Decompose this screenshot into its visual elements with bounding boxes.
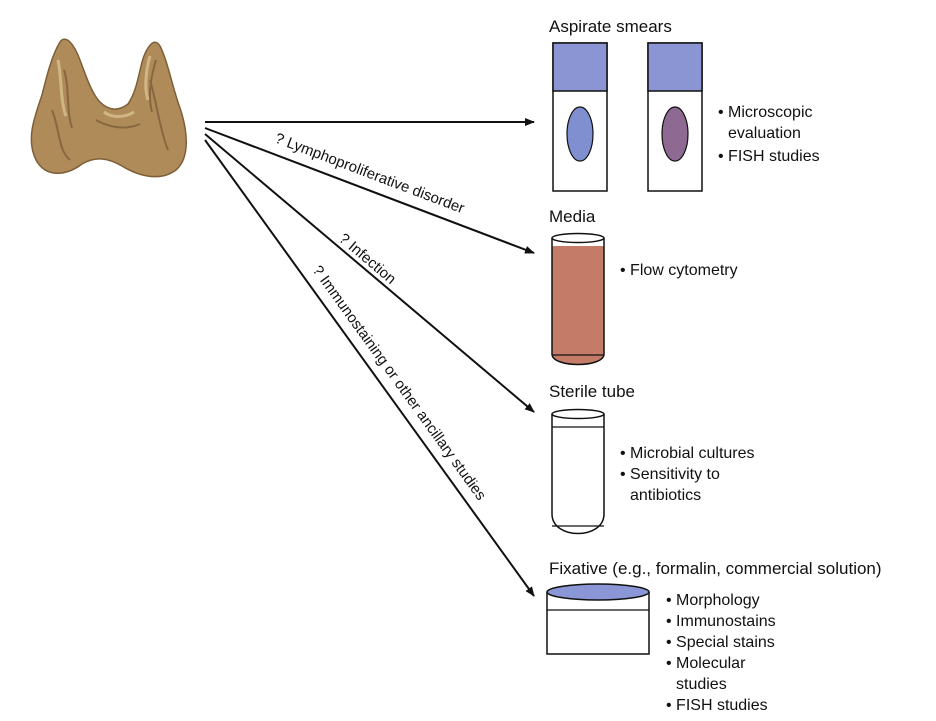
sterile-bullet-1: • Microbial cultures — [620, 445, 755, 462]
fixative-bullet-3: • Special stains — [666, 634, 775, 651]
route-label-infection: ? Infection — [335, 230, 399, 288]
media-fluid — [552, 246, 604, 365]
fixative-bullet-4-cont: studies — [676, 676, 727, 693]
media-bullet-1: • Flow cytometry — [620, 262, 738, 279]
sterile-tube — [551, 408, 605, 535]
aspirate-bullet-1-cont: evaluation — [728, 125, 801, 142]
fixative-bullet-2: • Immunostains — [666, 613, 776, 630]
fixative-bullet-1: • Morphology — [666, 592, 760, 609]
fixative-container-body — [546, 592, 650, 655]
aspirate-bullet-1: • Microscopic — [718, 104, 813, 121]
arrow-to-fixative — [204, 139, 535, 597]
thyroid-body — [30, 38, 187, 178]
smear-slide-right — [647, 42, 703, 192]
thyroid-shading — [51, 59, 169, 161]
media-tube — [551, 232, 605, 366]
thyroid-highlight — [56, 55, 152, 118]
fixative-bullet-4: • Molecular — [666, 655, 746, 672]
aspirate-smears-title: Aspirate smears — [549, 17, 672, 36]
arrow-to-sterile-tube — [204, 133, 535, 413]
slide-label-left — [552, 42, 608, 92]
smear-purple — [661, 106, 689, 162]
fixative-liquid-top — [546, 583, 650, 601]
route-label-lymphoproliferative: ? Lymphoproliferative disorder — [273, 130, 467, 217]
aspirate-bullet-2: • FISH studies — [718, 148, 820, 165]
fixative-bullet-5: • FISH studies — [666, 697, 768, 714]
sterile-bullet-2-cont: antibiotics — [630, 487, 701, 504]
fixative-section: Fixative (e.g., formalin, commercial sol… — [546, 559, 882, 714]
sterile-tube-outline — [551, 414, 605, 535]
fixative-title: Fixative (e.g., formalin, commercial sol… — [549, 559, 882, 578]
sterile-tube-title: Sterile tube — [549, 382, 635, 401]
thyroid-gland-illustration — [30, 38, 187, 178]
slide-label-right — [647, 42, 703, 92]
sterile-tube-rim — [551, 408, 605, 420]
aspirate-smears-section: Aspirate smears • Microscopic evaluation… — [549, 17, 820, 192]
arrow-to-media — [204, 127, 535, 254]
sterile-tube-section: Sterile tube • Microbial cultures • Sens… — [549, 382, 755, 535]
smear-slide-left — [552, 42, 608, 192]
sterile-bullet-2: • Sensitivity to — [620, 466, 720, 483]
smear-blue — [566, 106, 594, 162]
media-title: Media — [549, 207, 596, 226]
fixative-container — [546, 583, 650, 655]
routing-arrows — [204, 118, 535, 597]
media-section: Media • Flow cytometry — [549, 207, 738, 366]
media-tube-rim — [551, 232, 605, 244]
